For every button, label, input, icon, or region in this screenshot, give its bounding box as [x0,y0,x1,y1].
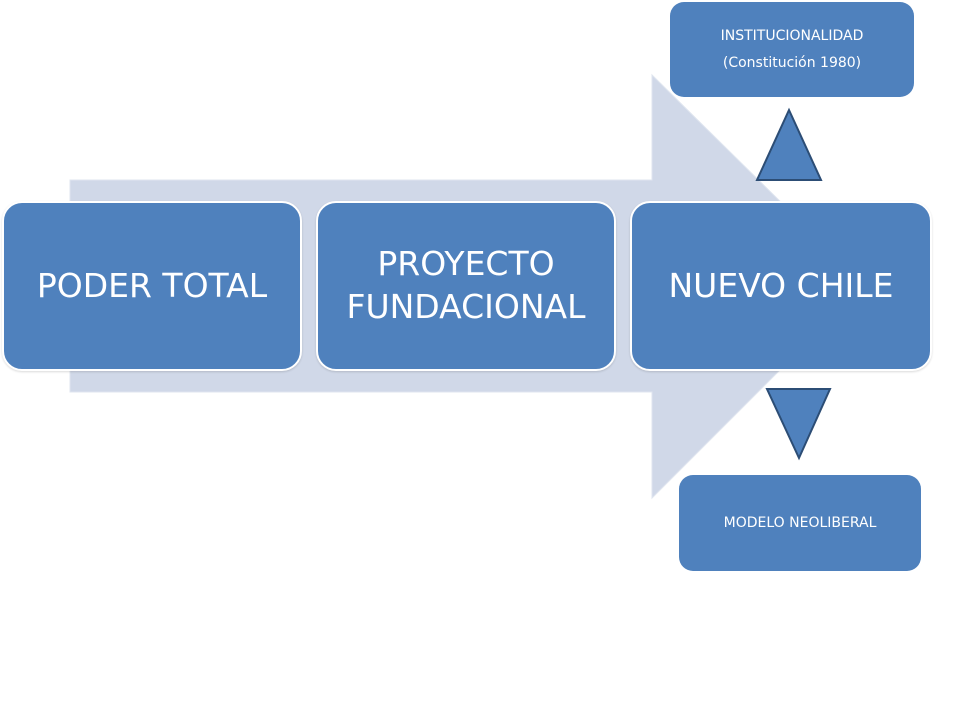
institucionalidad-line2: (Constitución 1980) [722,54,862,71]
modelo-neoliberal-label: MODELO NEOLIBERAL [723,514,877,531]
step-nuevo-chile: NUEVO CHILE [630,201,932,371]
triangle-down-icon [765,388,832,461]
step-proyecto-fundacional: PROYECTO FUNDACIONAL [316,201,616,371]
step-label: PODER TOTAL [36,265,268,305]
institucionalidad-box: INSTITUCIONALIDAD (Constitución 1980) [670,2,914,97]
step-poder-total: PODER TOTAL [2,201,302,371]
institucionalidad-line1: INSTITUCIONALIDAD [720,27,864,44]
step-label-line1: PROYECTO [377,244,555,284]
triangle-up-icon [755,107,823,181]
modelo-neoliberal-box: MODELO NEOLIBERAL [679,475,921,571]
step-label-line2: FUNDACIONAL [346,287,586,326]
step-label: NUEVO CHILE [668,265,894,305]
